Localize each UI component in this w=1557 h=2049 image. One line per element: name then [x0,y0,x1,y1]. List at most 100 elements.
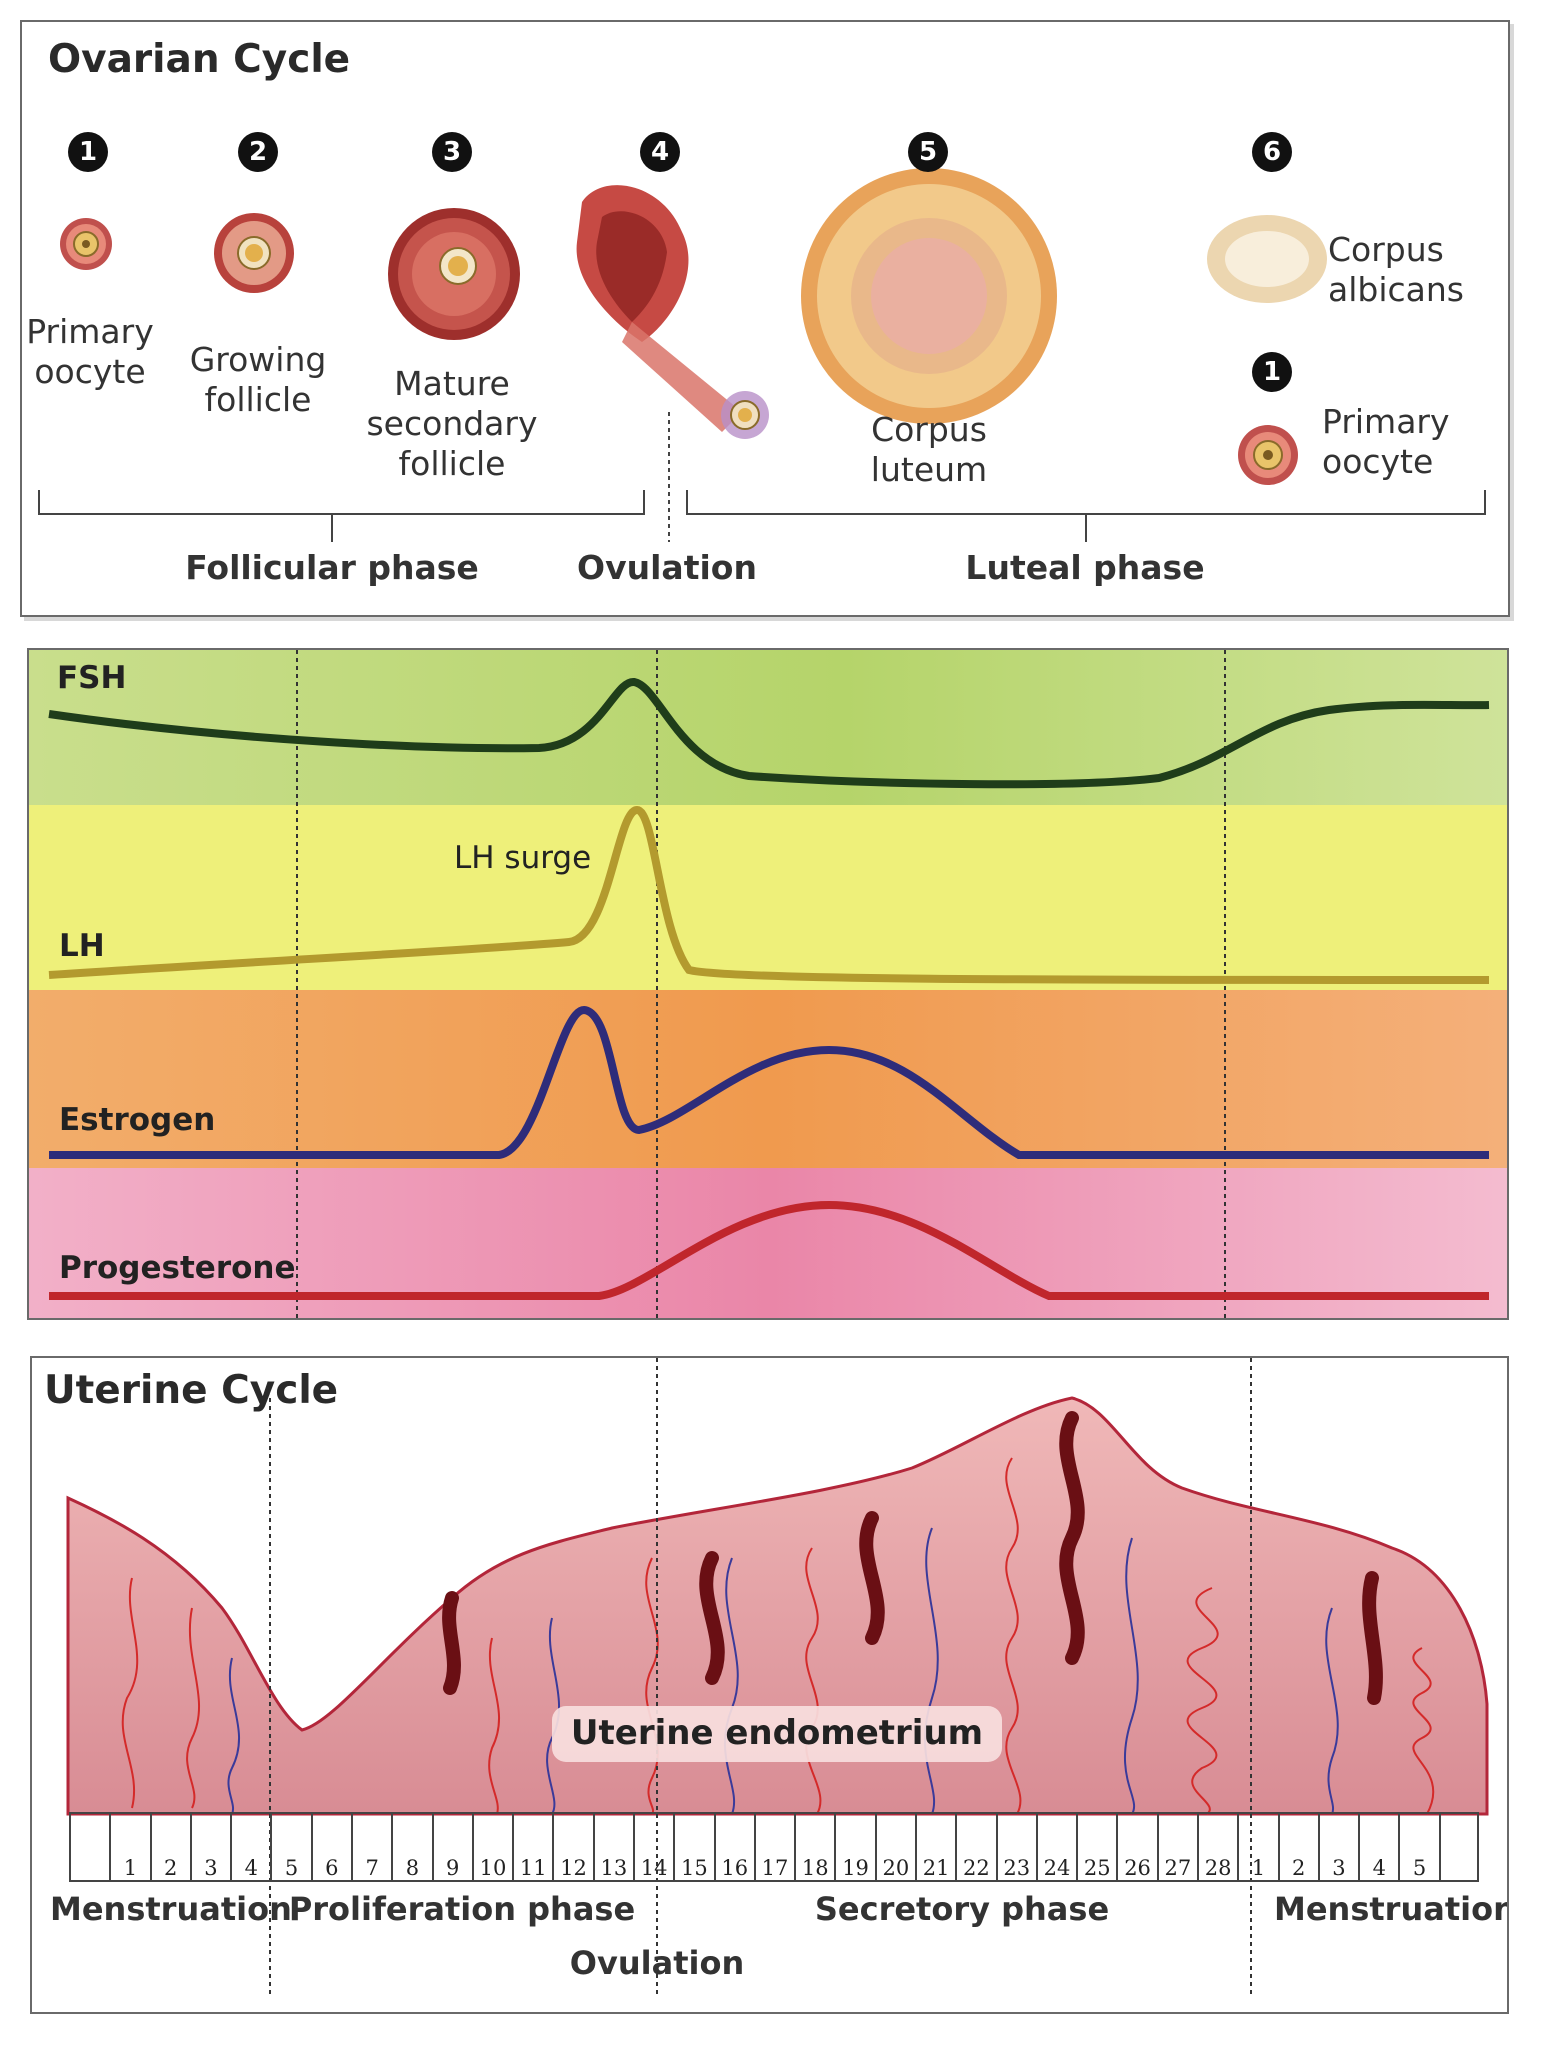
lh-label: LH [59,928,105,964]
day-cell: 18 [794,1812,835,1882]
day-cell: 13 [592,1812,633,1882]
estrogen-band [29,990,1507,1168]
stage-number-5: 5 [908,132,948,172]
mature-follicle-illustration [388,208,520,340]
day-cell: 2 [149,1812,190,1882]
day-number: 25 [1083,1856,1111,1880]
day-cell: 19 [834,1812,875,1882]
label-mature-follicle: Mature secondary follicle [366,364,538,483]
secretory-phase-label: Secretory phase [814,1890,1110,1928]
day-cell: 20 [874,1812,915,1882]
lh-surge-label: LH surge [454,840,592,876]
day-cell: 16 [713,1812,754,1882]
day-number: 26 [1124,1856,1151,1880]
label-primary-oocyte-2: Primary oocyte [1322,402,1450,481]
endometrium-tissue [66,1396,1489,1816]
corpus-luteum-illustration [801,168,1057,424]
ovulation-phase-label: Ovulation [577,548,757,587]
day-number: 21 [922,1856,950,1880]
progesterone-curve [49,1200,1489,1300]
day-number: 10 [479,1856,507,1880]
fsh-band [29,650,1507,805]
fsh-curve [48,678,1490,789]
day-cell: 26 [1116,1812,1157,1882]
day-cell: 5 [1398,1812,1439,1882]
follicular-phase-label: Follicular phase [185,548,479,587]
day-number: 1 [1251,1856,1266,1880]
day-number: 24 [1043,1856,1071,1880]
day-cell: 11 [512,1812,553,1882]
growing-follicle-illustration [214,213,294,293]
day-cell: 5 [270,1812,311,1882]
day-cell: 15 [673,1812,714,1882]
day-cell: 17 [753,1812,795,1882]
estrogen-label: Estrogen [59,1102,216,1138]
day-cell: 25 [1076,1812,1117,1882]
stage-number-1-repeat: 1 [1252,352,1292,392]
day-number: 5 [284,1856,299,1880]
menstruation-end-label: Menstruation [1274,1890,1509,1928]
day-number: 11 [519,1856,547,1880]
day-number: 2 [164,1856,178,1880]
ovarian-cycle-panel: Ovarian Cycle 1 2 3 4 5 6 1 Primary oocy… [20,20,1510,617]
day-cell: 8 [391,1812,432,1882]
day-cell: 9 [431,1812,472,1882]
day-cell: 1 [1237,1812,1278,1882]
day-number: 27 [1164,1856,1192,1880]
day-cell: 24 [1035,1812,1077,1882]
spiral-arteries [442,1411,1383,1705]
day-number: 6 [325,1856,339,1880]
stage-number-3: 3 [432,132,472,172]
day-cell: 23 [995,1812,1036,1882]
estrogen-curve [49,1005,1489,1159]
uterine-cycle-title: Uterine Cycle [44,1368,339,1413]
day-cell [1438,1812,1479,1882]
menstruation-start-label: Menstruation [50,1890,292,1928]
day-cell: 4 [1358,1812,1399,1882]
day-cell: 1 [109,1812,150,1882]
day-number: 16 [721,1856,749,1880]
day-cell: 27 [1156,1812,1197,1882]
label-corpus-luteum: Corpus luteum [870,410,988,489]
endometrium-label: Uterine endometrium [570,1713,984,1753]
hormone-levels-panel: FSH LH LH surge Estrogen Progesterone [27,648,1509,1320]
hormone-curves [29,650,1507,1318]
day-number: 13 [600,1856,628,1880]
day-number: 19 [842,1856,869,1880]
endometrium-label-backdrop [552,1706,1002,1762]
day-number: 7 [365,1856,379,1880]
day-number: 2 [1292,1856,1306,1880]
day-cell: 14 [633,1812,674,1882]
day-number: 20 [882,1856,910,1880]
stage-number-1: 1 [68,132,108,172]
day-cell: 10 [471,1812,513,1882]
day-number: 12 [560,1856,587,1880]
phase-brackets [38,412,1486,542]
day-cell: 28 [1197,1812,1238,1882]
ovarian-cycle-title: Ovarian Cycle [48,37,351,82]
day-cell [69,1812,110,1882]
day-cell: 2 [1277,1812,1318,1882]
day-number: 5 [1412,1856,1427,1880]
day-number: 4 [1372,1856,1386,1880]
ovarian-illustrations [38,168,1486,542]
blood-vessels-blue [227,1527,1339,1815]
day-number: 3 [204,1856,218,1880]
day-number: 15 [681,1856,708,1880]
day-number: 3 [1332,1856,1346,1880]
proliferation-phase-label: Proliferation phase [288,1890,636,1928]
stage-number-2: 2 [238,132,278,172]
endometrium-illustration [66,1358,1489,1998]
lh-curve [48,805,1490,984]
day-number: 4 [244,1856,258,1880]
day-cell: 6 [310,1812,351,1882]
day-cell: 12 [552,1812,593,1882]
day-number: 17 [761,1856,789,1880]
day-cell: 3 [1317,1812,1359,1882]
day-number: 28 [1204,1856,1232,1880]
label-corpus-albicans: Corpus albicans [1328,230,1464,309]
label-growing-follicle: Growing follicle [189,340,327,419]
fsh-label: FSH [57,660,127,696]
